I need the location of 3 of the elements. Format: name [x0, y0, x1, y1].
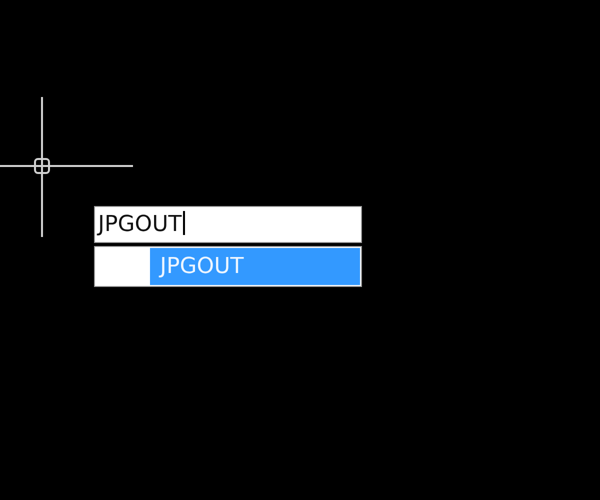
command-input-field: JPGOUT	[94, 206, 362, 243]
highlighted-suggestion: JPGOUT	[150, 248, 360, 285]
autocomplete-dropdown	[94, 246, 362, 287]
